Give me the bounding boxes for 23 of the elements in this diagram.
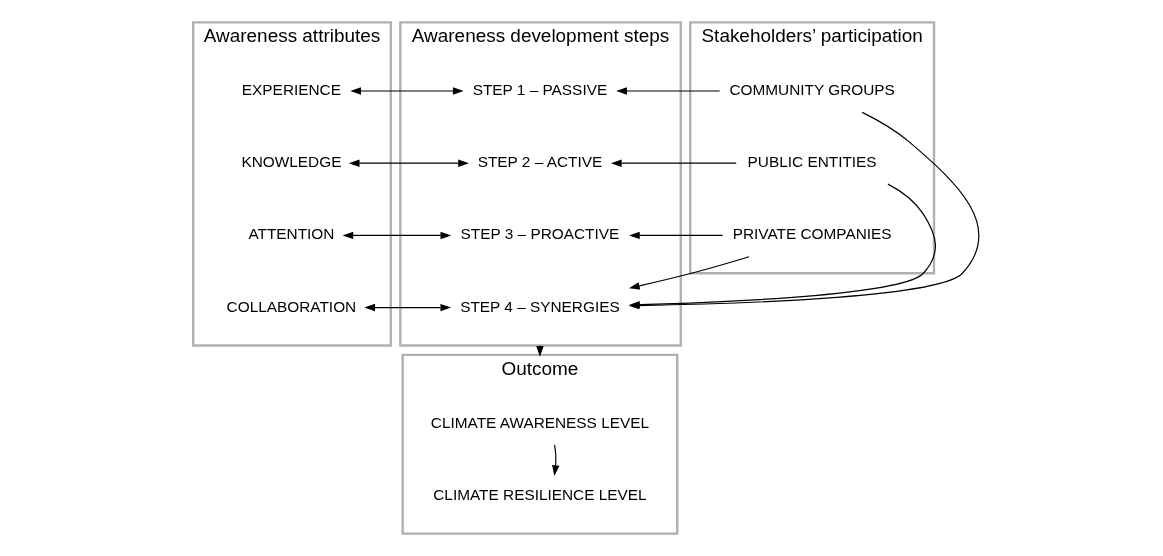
arrow <box>536 344 544 357</box>
node-text: CLIMATE AWARENESS LEVEL <box>430 413 650 431</box>
node-text: CLIMATE RESILIENCE LEVEL <box>433 485 647 503</box>
node-text: STEP 4 – SYNERGIES <box>460 297 620 315</box>
node-text: PRIVATE COMPANIES <box>732 225 892 243</box>
node-text: COMMUNITY GROUPS <box>729 81 895 99</box>
node-text: KNOWLEDGE <box>241 153 342 171</box>
arrow <box>364 303 452 312</box>
node-text: STEP 3 – PROACTIVE <box>460 225 620 243</box>
arrow <box>616 87 721 95</box>
node-text: EXPERIENCE <box>241 81 341 99</box>
node-text: PUBLIC ENTITIES <box>747 153 877 171</box>
node-text: ATTENTION <box>248 225 335 243</box>
arrow <box>611 159 737 167</box>
arrow <box>348 159 469 167</box>
node-text: STEP 1 – PASSIVE <box>472 81 608 99</box>
node-text: COLLABORATION <box>226 297 357 315</box>
arrow <box>629 256 750 290</box>
node-text: STEP 2 – ACTIVE <box>477 153 603 171</box>
arrow <box>342 231 452 240</box>
arrow <box>350 87 464 95</box>
arrow <box>552 444 560 476</box>
arrow <box>629 231 724 240</box>
